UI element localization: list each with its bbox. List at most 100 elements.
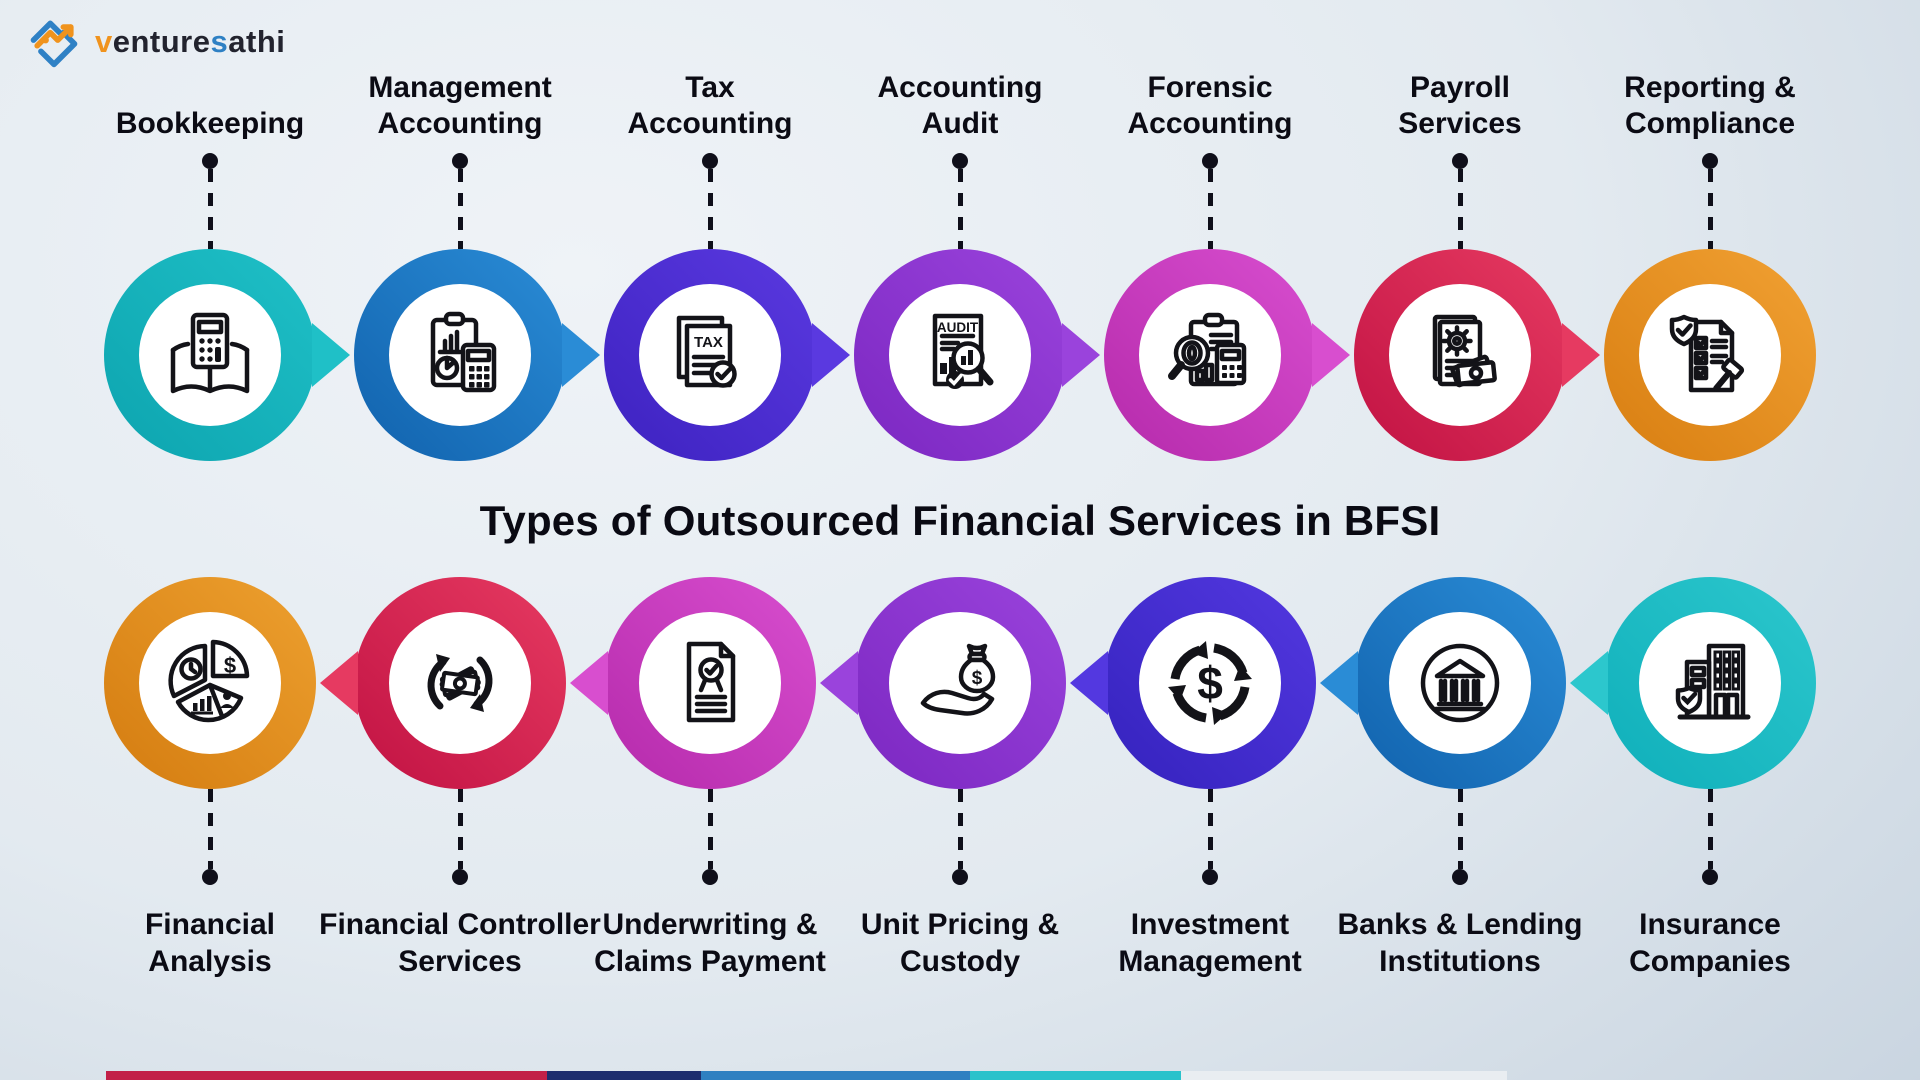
service-circle: $ [104, 577, 316, 789]
circle-inner-disc [389, 612, 531, 754]
connector-dashed-line [457, 169, 463, 249]
money-cycle-icon [427, 654, 493, 712]
insurance-building-icon [1675, 643, 1751, 720]
connector-dashed-line [1207, 169, 1213, 249]
service-label: Forensic Accounting [1127, 70, 1293, 141]
connector-dashed-line [207, 169, 213, 249]
service-circle [1104, 249, 1350, 461]
connector-dot [1202, 153, 1218, 169]
connector-dashed-line [1707, 789, 1713, 869]
service-circle [354, 249, 600, 461]
circle-inner-disc [389, 284, 531, 426]
connector-dot [1452, 153, 1468, 169]
service-circle: AUDIT [854, 249, 1100, 461]
brand-name-part: v [95, 24, 113, 59]
footer-bar-segment [700, 1071, 970, 1080]
service-circle [570, 577, 816, 789]
footer-bar-segment [1180, 1071, 1508, 1080]
brand-name-part: s [210, 24, 229, 59]
service-circle: $ [1070, 577, 1316, 789]
service-item: Financial Controller Services [319, 577, 601, 980]
service-label: Financial Analysis [144, 908, 276, 978]
brand-name-part: enture [112, 24, 211, 59]
forensic-magnifier-icon [1168, 312, 1247, 387]
circle-inner-disc: TAX [639, 284, 781, 426]
circle-inner-disc [1389, 284, 1531, 426]
brand-logo: venturesathi [26, 14, 285, 70]
footer-bar-segment [547, 1071, 701, 1080]
pie-chart-analysis-icon: $ [168, 639, 250, 723]
service-label: Unit Pricing & Custody [860, 908, 1060, 978]
service-item: Underwriting & Claims Payment [570, 577, 835, 980]
circle-inner-disc [1639, 612, 1781, 754]
service-item: $ Financial Analysis [85, 577, 335, 980]
svg-text:$: $ [1197, 657, 1223, 709]
connector-dot [702, 153, 718, 169]
tax-document-icon: TAX [676, 315, 737, 388]
connector-dashed-line [1457, 169, 1463, 249]
service-item: Forensic Accounting [1085, 55, 1350, 461]
service-label: Financial Controller Services [319, 908, 601, 978]
service-item: $ Unit Pricing & Custody [820, 577, 1085, 980]
service-item: Banks & Lending Institutions [1320, 577, 1585, 980]
service-label: Investment Management [1118, 908, 1302, 978]
connector-dot [952, 153, 968, 169]
brand-name-part: athi [228, 24, 286, 59]
compliance-checklist-gavel-icon [1669, 314, 1745, 393]
book-calculator-icon [170, 312, 250, 394]
brand-name: venturesathi [95, 24, 285, 60]
circle-inner-disc: AUDIT [889, 284, 1031, 426]
service-label: Banks & Lending Institutions [1337, 908, 1583, 978]
connector-dot [1202, 869, 1218, 885]
service-circle [1354, 249, 1600, 461]
service-circle: $ [820, 577, 1066, 789]
connector-dashed-line [1457, 789, 1463, 869]
circle-inner-disc [139, 284, 281, 426]
venturesathi-logo-icon [30, 20, 78, 68]
circle-inner-disc [1389, 612, 1531, 754]
connector-dot [1702, 153, 1718, 169]
svg-text:AUDIT: AUDIT [937, 320, 979, 335]
payroll-document-money-icon [1432, 314, 1497, 388]
connector-dot [452, 869, 468, 885]
circle-inner-disc: $ [889, 612, 1031, 754]
service-label: Tax Accounting [627, 70, 793, 141]
service-item: Management Accounting [335, 55, 600, 461]
investment-cycle-icon: $ [1168, 641, 1252, 725]
service-item: Bookkeeping [85, 55, 350, 461]
service-circle [320, 577, 566, 789]
bottom-services-row: $ Financial Analysis Financial Controller … [0, 577, 1920, 980]
connector-dashed-line [707, 169, 713, 249]
svg-text:$: $ [224, 653, 236, 678]
connector-dot [702, 869, 718, 885]
footer-bar-segment [1507, 1071, 1920, 1080]
connector-dashed-line [1707, 169, 1713, 249]
page-title: Types of Outsourced Financial Services i… [479, 497, 1441, 544]
hand-money-bag-icon: $ [920, 643, 996, 716]
connector-dot [1702, 869, 1718, 885]
connector-dot [952, 869, 968, 885]
circle-inner-disc [1139, 284, 1281, 426]
connector-dashed-line [457, 789, 463, 869]
connector-dashed-line [957, 789, 963, 869]
circle-inner-disc: $ [1139, 612, 1281, 754]
service-item: Payroll Services [1335, 55, 1600, 461]
connector-dot [202, 153, 218, 169]
circle-inner-disc [1639, 284, 1781, 426]
service-item: Reporting & Compliance [1585, 55, 1835, 461]
service-label: Payroll Services [1398, 70, 1522, 141]
audit-magnifier-icon: AUDIT [932, 313, 994, 389]
certificate-icon [686, 641, 736, 723]
connector-dot [202, 869, 218, 885]
service-circle [1320, 577, 1566, 789]
circle-inner-disc: $ [139, 612, 281, 754]
svg-text:$: $ [972, 668, 983, 689]
svg-text:TAX: TAX [694, 334, 723, 351]
footer-color-bar [0, 1071, 1920, 1080]
service-item: $ Investment Management [1070, 577, 1335, 980]
clipboard-calculator-icon [430, 311, 497, 393]
